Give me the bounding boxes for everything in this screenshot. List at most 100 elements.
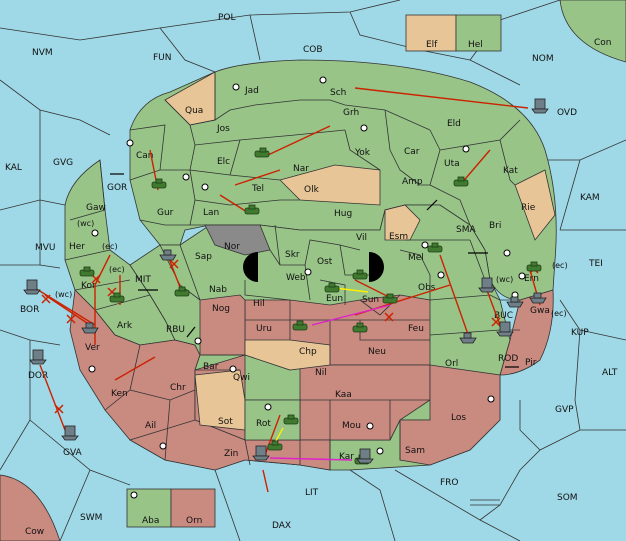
label-vil: Vil bbox=[356, 233, 367, 243]
label-zin: Zin bbox=[224, 449, 238, 459]
region-rie[interactable] bbox=[514, 169, 556, 241]
army-icon[interactable] bbox=[267, 440, 283, 451]
label-hil: Hil bbox=[253, 299, 265, 309]
army-icon[interactable] bbox=[352, 269, 368, 280]
label-nab: Nab bbox=[209, 285, 227, 295]
army-icon[interactable] bbox=[382, 293, 398, 304]
fleet-icon[interactable] bbox=[531, 98, 549, 114]
army-icon[interactable] bbox=[79, 266, 95, 277]
label-rie: Rie bbox=[521, 203, 536, 213]
label-sot: Sot bbox=[218, 417, 233, 427]
label-ken: Ken bbox=[111, 389, 128, 399]
army-icon[interactable] bbox=[324, 282, 340, 293]
label-kam: KAM bbox=[580, 193, 600, 203]
label-fro: FRO bbox=[440, 478, 459, 488]
fleet-icon[interactable] bbox=[252, 445, 270, 461]
fleets[interactable] bbox=[23, 98, 549, 464]
army-icon[interactable] bbox=[352, 322, 368, 333]
label-nar: Nar bbox=[293, 164, 309, 174]
label-sam: Sam bbox=[405, 446, 425, 456]
label-gwa-ec: (ec) bbox=[551, 309, 567, 318]
region-olk[interactable] bbox=[279, 164, 381, 206]
label-lan: Lan bbox=[203, 208, 219, 218]
label-ost: Ost bbox=[317, 257, 333, 267]
region-orn[interactable] bbox=[170, 488, 216, 528]
armies[interactable] bbox=[79, 147, 542, 465]
army-icon[interactable] bbox=[254, 147, 270, 158]
fleet-icon[interactable] bbox=[61, 425, 79, 441]
label-tei: TEI bbox=[588, 259, 603, 269]
label-rod: ROD bbox=[498, 354, 518, 364]
label-kor-ec: (ec) bbox=[109, 265, 125, 274]
label-ver: Ver bbox=[85, 343, 100, 353]
passage-arrows bbox=[110, 173, 519, 368]
army-icon[interactable] bbox=[427, 242, 443, 253]
label-obs: Obs bbox=[418, 283, 436, 293]
label-sap: Sap bbox=[195, 252, 212, 262]
army-icon[interactable] bbox=[151, 178, 167, 189]
label-gaw: Gaw bbox=[86, 203, 106, 213]
army-icon[interactable] bbox=[283, 414, 299, 425]
label-ovd: OVD bbox=[557, 108, 577, 118]
label-grh: Grh bbox=[343, 108, 359, 118]
fleet-icon[interactable] bbox=[478, 277, 496, 293]
region-elf[interactable] bbox=[405, 14, 457, 52]
label-pol: POL bbox=[218, 13, 236, 23]
label-nog: Nog bbox=[212, 304, 230, 314]
fleet-icon[interactable] bbox=[496, 321, 514, 337]
fleet-icon[interactable] bbox=[23, 279, 41, 295]
fleet-icon[interactable] bbox=[29, 349, 47, 365]
label-her-ec: (ec) bbox=[102, 242, 118, 251]
label-hug: Hug bbox=[334, 209, 352, 219]
region-esm[interactable] bbox=[384, 204, 421, 241]
fleet-icon[interactable] bbox=[506, 296, 524, 308]
label-esm: Esm bbox=[389, 232, 408, 242]
order-arrows bbox=[29, 87, 541, 493]
fleet-icon[interactable] bbox=[529, 292, 547, 304]
continent bbox=[64, 59, 557, 471]
army-icon[interactable] bbox=[453, 176, 469, 187]
label-kal: KAL bbox=[5, 163, 22, 173]
label-gva: GVA bbox=[63, 448, 83, 458]
label-elf: Elf bbox=[426, 40, 438, 50]
fleet-icon[interactable] bbox=[159, 249, 177, 261]
label-jos: Jos bbox=[216, 124, 230, 134]
label-orl: Orl bbox=[445, 359, 458, 369]
label-cob: COB bbox=[303, 45, 323, 55]
region-labels: POL NVM FUN COB NOM Con Elf Hel OVD KAL … bbox=[5, 13, 618, 537]
label-alt: ALT bbox=[602, 368, 618, 378]
label-rbu: RBU bbox=[166, 325, 185, 335]
label-nil: Nil bbox=[315, 368, 327, 378]
label-gur: Gur bbox=[157, 208, 174, 218]
label-uru: Uru bbox=[256, 324, 272, 334]
label-bri: Bri bbox=[489, 221, 501, 231]
label-bor: BOR bbox=[20, 305, 39, 315]
army-icon[interactable] bbox=[109, 292, 125, 303]
label-lit: LIT bbox=[305, 488, 319, 498]
label-nom: NOM bbox=[532, 54, 554, 64]
label-kar: Kar bbox=[339, 452, 354, 462]
label-dor: DOR bbox=[28, 371, 48, 381]
army-icon[interactable] bbox=[292, 320, 308, 331]
army-icon[interactable] bbox=[244, 204, 260, 215]
canal-left bbox=[243, 252, 258, 282]
label-amp: Amp bbox=[402, 177, 423, 187]
fleet-icon[interactable] bbox=[459, 332, 477, 344]
label-elc: Elc bbox=[217, 157, 230, 167]
label-bar: Bar bbox=[203, 362, 219, 372]
label-gvg: GVG bbox=[53, 158, 73, 168]
label-gvp: GVP bbox=[555, 405, 574, 415]
label-feu: Feu bbox=[408, 324, 424, 334]
label-eld: Eld bbox=[447, 119, 461, 129]
army-icon[interactable] bbox=[526, 261, 542, 272]
region-hel[interactable] bbox=[455, 14, 502, 52]
fleet-icon[interactable] bbox=[81, 322, 99, 334]
fleet-icon[interactable] bbox=[356, 448, 374, 464]
army-icon[interactable] bbox=[174, 286, 190, 297]
label-eun: Eun bbox=[326, 294, 343, 304]
label-gwa: Gwa bbox=[530, 306, 550, 316]
label-cow: Cow bbox=[25, 527, 44, 537]
label-los: Los bbox=[451, 413, 466, 423]
